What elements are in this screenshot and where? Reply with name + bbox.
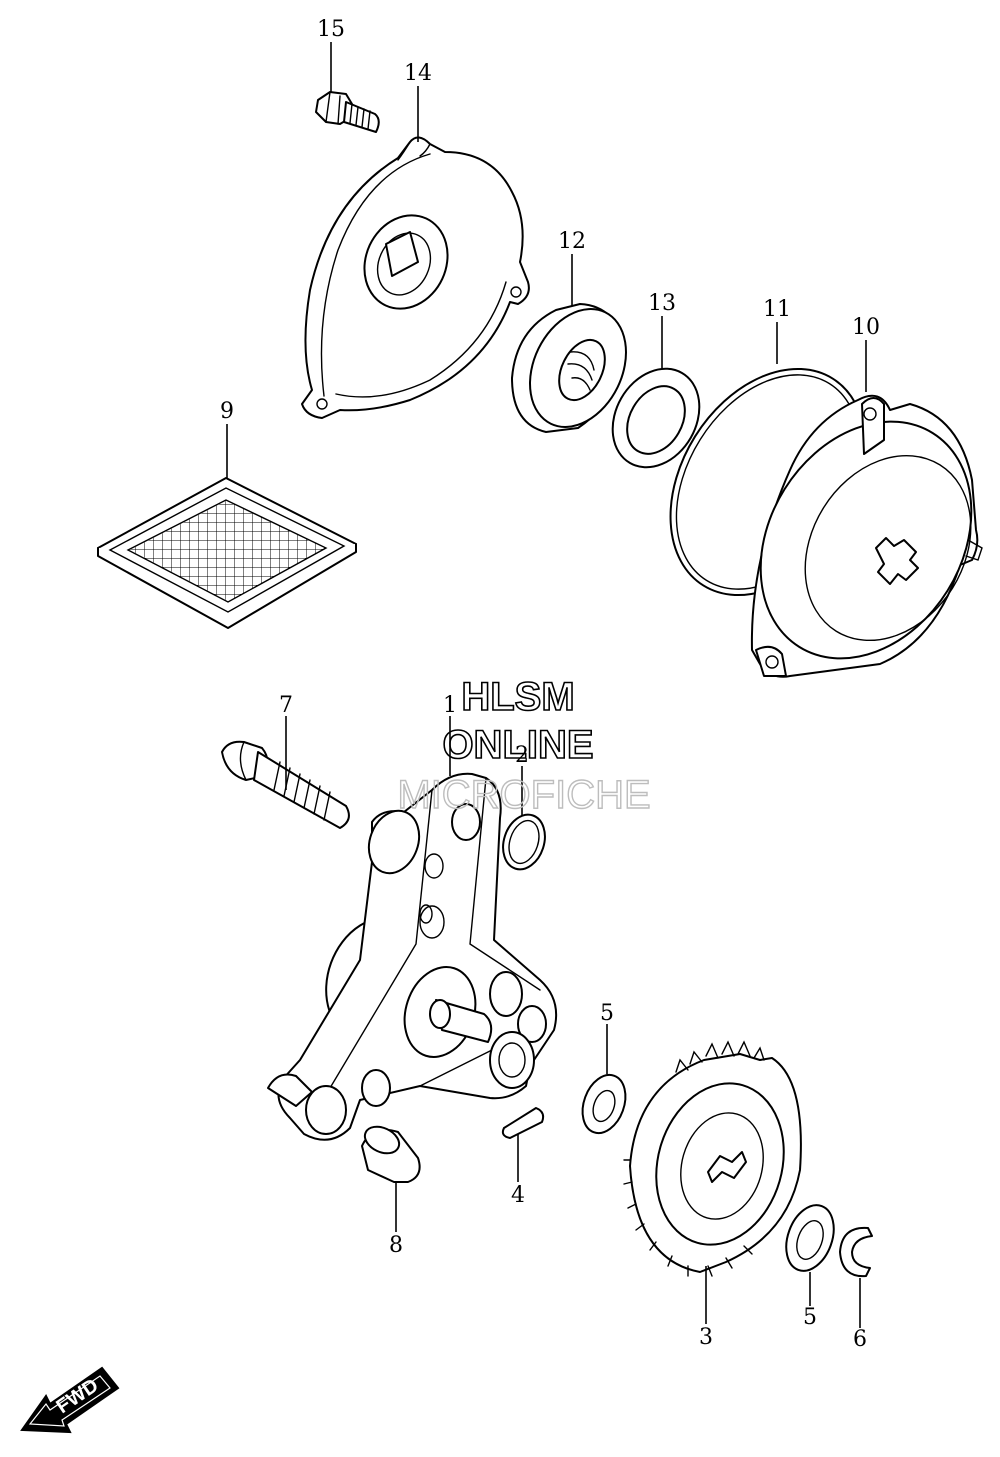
part-7-long-bolt[interactable] — [221, 740, 350, 829]
part-6-e-clip[interactable] — [839, 1226, 873, 1278]
part-10-pump-case[interactable] — [718, 382, 1000, 697]
part-2-o-ring[interactable] — [496, 809, 551, 875]
watermark-line-3: MICROFICHE — [397, 773, 650, 817]
callout-1: 1 — [443, 693, 457, 718]
part-5-washer-upper[interactable] — [575, 1069, 633, 1139]
callout-12: 12 — [558, 229, 586, 254]
part-9-oil-strainer[interactable] — [97, 477, 357, 629]
callout-7: 7 — [279, 693, 293, 718]
fwd-direction-badge: FWD — [20, 1366, 120, 1434]
part-3-drive-gear[interactable] — [623, 1040, 802, 1277]
part-13-washer[interactable] — [595, 353, 716, 483]
callout-3: 3 — [699, 1325, 713, 1350]
part-14-pump-cover[interactable] — [301, 136, 530, 419]
part-5-washer-lower[interactable] — [778, 1199, 843, 1278]
part-4-pin[interactable] — [501, 1107, 545, 1139]
callout-9: 9 — [220, 399, 234, 424]
callout-5-upper: 5 — [600, 1001, 614, 1026]
part-8-bushing[interactable] — [361, 1122, 421, 1183]
part-12-oil-seal[interactable] — [511, 293, 644, 443]
watermark-line-2: ONLINE — [442, 723, 593, 767]
part-15-bolt[interactable] — [315, 91, 380, 133]
callout-6: 6 — [853, 1327, 867, 1352]
callout-5-lower: 5 — [803, 1305, 817, 1330]
callout-4: 4 — [511, 1183, 525, 1208]
callout-2: 2 — [515, 743, 529, 768]
callout-15: 15 — [317, 17, 345, 42]
callout-11: 11 — [763, 297, 791, 322]
watermark: HLSM ONLINE MICROFICHE — [397, 674, 652, 818]
callout-numbers: 15 14 12 13 11 10 9 7 1 2 5 4 8 3 5 6 — [220, 17, 880, 1352]
watermark-line-1: HLSM — [461, 675, 574, 719]
callout-13: 13 — [648, 291, 676, 316]
callout-14: 14 — [404, 61, 432, 86]
part-1-oil-pump-body[interactable] — [267, 772, 558, 1141]
leader-lines — [226, 42, 867, 1328]
fwd-arrow-icon — [20, 1366, 120, 1434]
callout-10: 10 — [852, 315, 880, 340]
callout-8: 8 — [389, 1233, 403, 1258]
